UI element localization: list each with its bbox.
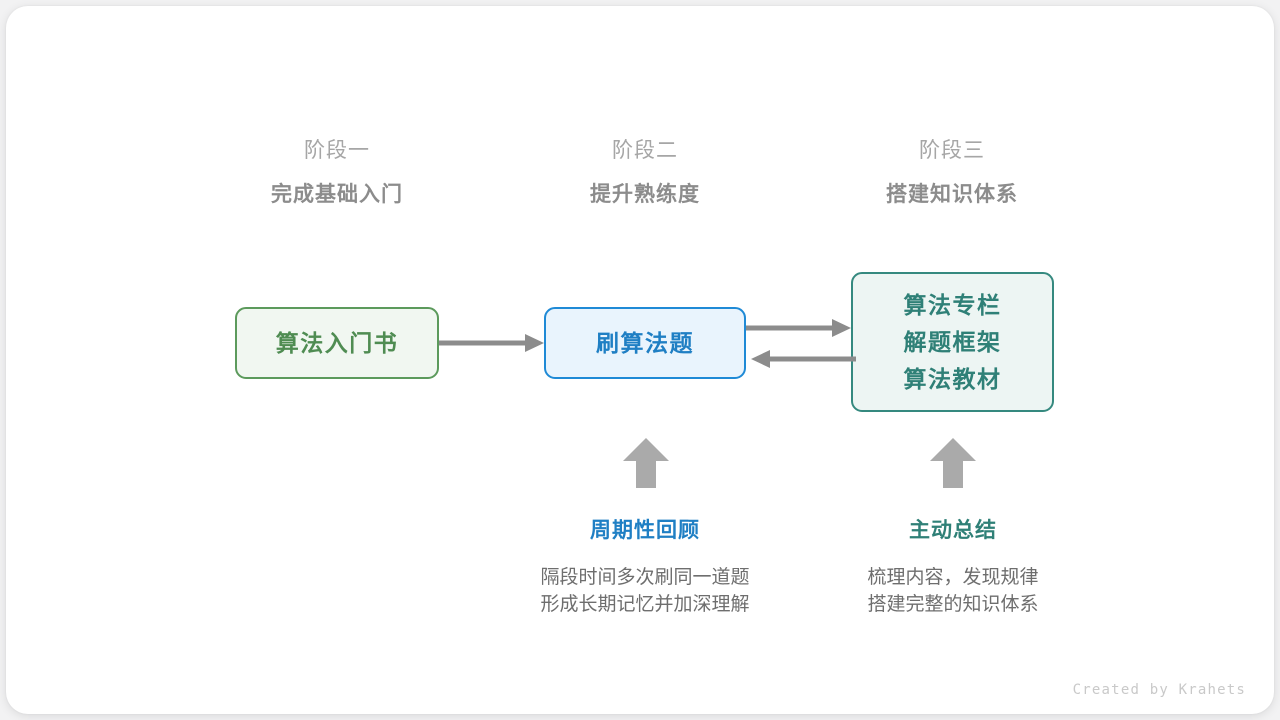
stage-header-3: 阶段三 搭建知识体系: [822, 136, 1082, 211]
node-algorithm-intro-book[interactable]: 算法入门书: [235, 307, 439, 379]
node-label: 刷算法题: [596, 329, 694, 356]
arrow-up-summary: [930, 438, 976, 488]
note-desc-line-1: 梳理内容，发现规律: [867, 567, 1039, 588]
note-desc-line-2: 搭建完整的知识体系: [867, 594, 1039, 615]
stage-goal-2: 提升熟练度: [590, 183, 700, 206]
note-desc-line-2: 形成长期记忆并加深理解: [540, 594, 750, 615]
node-practice-problems[interactable]: 刷算法题: [544, 307, 746, 379]
node-label-2: 解题框架: [903, 328, 1002, 355]
arrow-knowledge-to-practice: [746, 347, 856, 371]
stage-header-1: 阶段一 完成基础入门: [207, 136, 467, 211]
note-title: 主动总结: [909, 519, 997, 542]
node-label-3: 算法教材: [903, 365, 1002, 392]
note-periodic-review: 周期性回顾 隔段时间多次刷同一道题 形成长期记忆并加深理解: [495, 517, 795, 618]
stage-goal-1: 完成基础入门: [271, 183, 403, 206]
node-label-1: 算法专栏: [903, 291, 1002, 318]
stage-goal-3: 搭建知识体系: [886, 183, 1018, 206]
note-desc: 隔段时间多次刷同一道题 形成长期记忆并加深理解: [495, 564, 795, 618]
stage-name-2: 阶段二: [612, 139, 678, 162]
stage-name-3: 阶段三: [919, 139, 985, 162]
diagram-card: 阶段一 完成基础入门 阶段二 提升熟练度 阶段三 搭建知识体系 算法入门书 刷算…: [6, 6, 1274, 714]
arrow-book-to-practice: [439, 331, 549, 355]
stage-header-2: 阶段二 提升熟练度: [515, 136, 775, 211]
note-desc: 梳理内容，发现规律 搭建完整的知识体系: [803, 564, 1103, 618]
arrow-up-review: [623, 438, 669, 488]
note-active-summary: 主动总结 梳理内容，发现规律 搭建完整的知识体系: [803, 517, 1103, 618]
arrow-practice-to-knowledge: [746, 316, 856, 340]
note-title: 周期性回顾: [590, 519, 700, 542]
stage-name-1: 阶段一: [304, 139, 370, 162]
note-desc-line-1: 隔段时间多次刷同一道题: [540, 567, 750, 588]
credit-text: Created by Krahets: [1072, 682, 1246, 698]
node-knowledge-resources[interactable]: 算法专栏 解题框架 算法教材: [851, 272, 1054, 412]
node-label: 算法入门书: [275, 329, 399, 356]
